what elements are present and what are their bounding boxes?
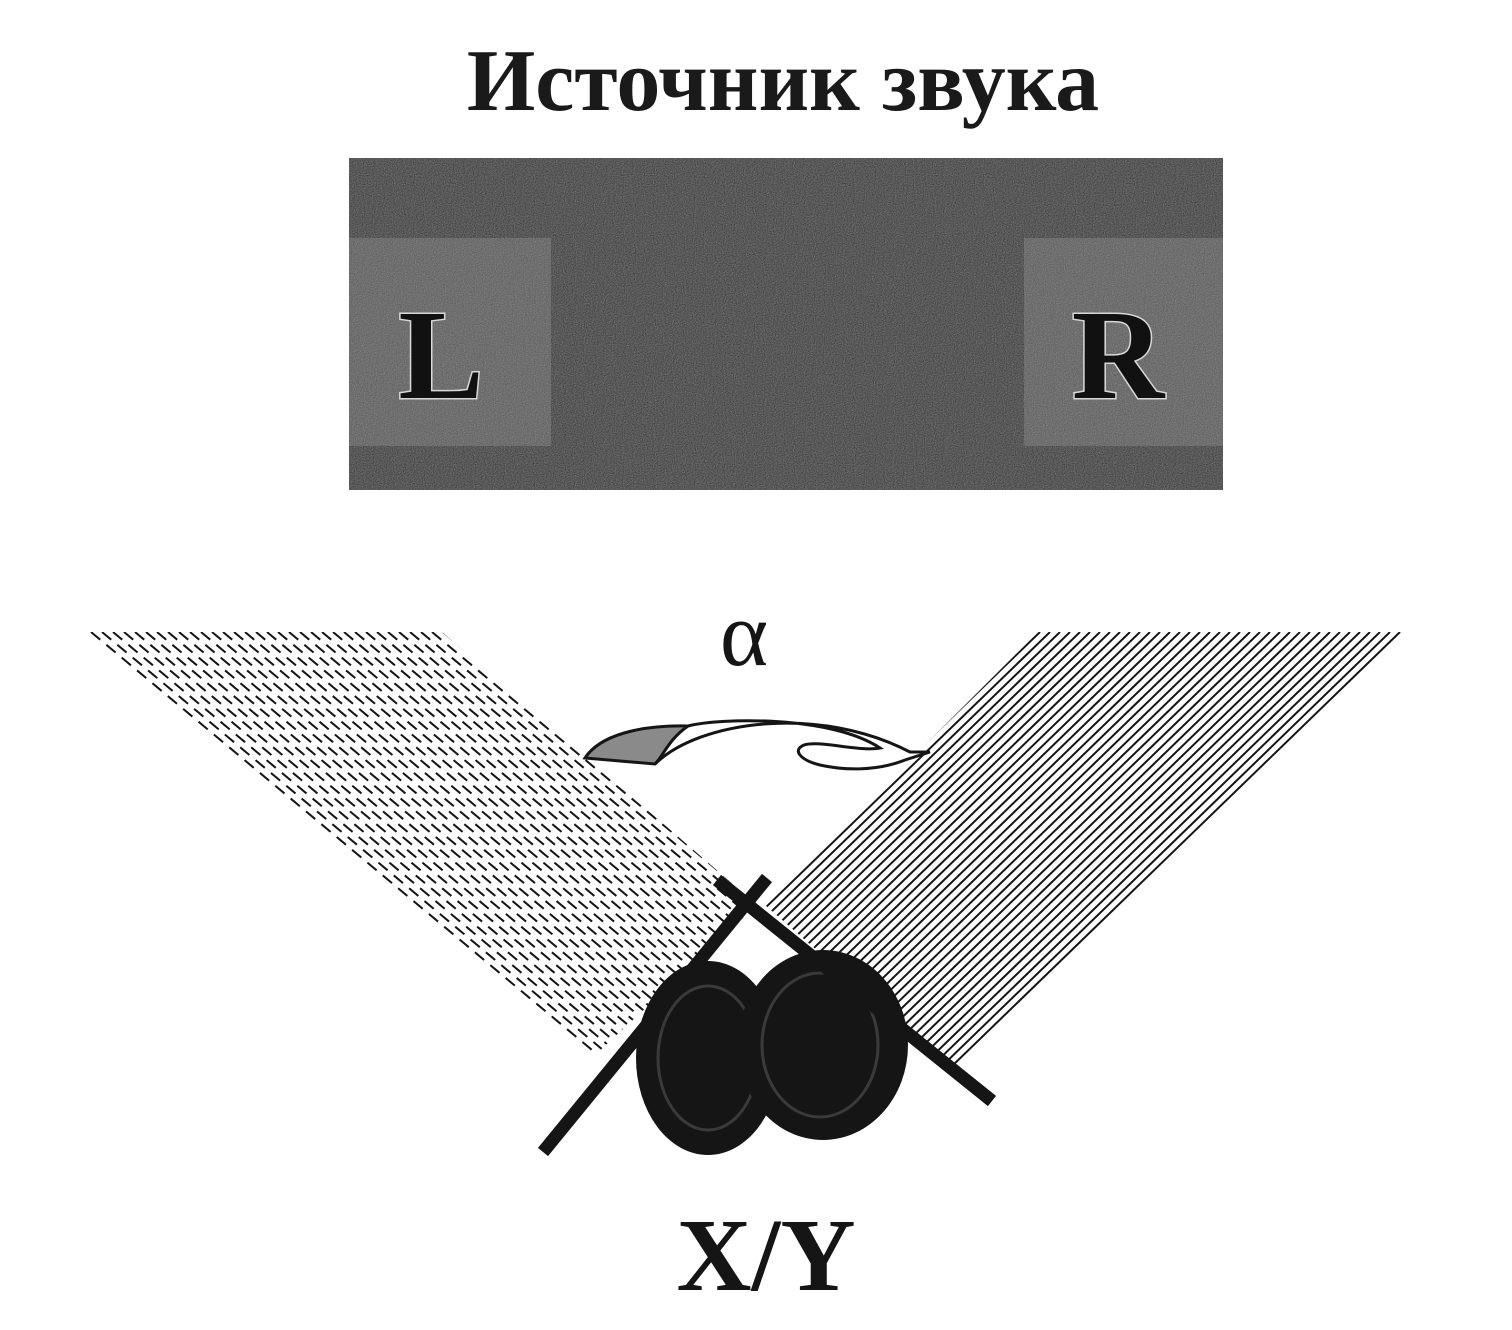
right-pickup-hatch-line: [765, 632, 1141, 1068]
left-speaker-box: [349, 238, 551, 446]
left-pickup-hatch-line: [200, 632, 757, 1055]
xy-label: X/Y: [676, 1198, 855, 1313]
right-pickup-hatch-line: [765, 632, 1181, 1068]
right-pickup-hatch-line: [765, 632, 1091, 1068]
right-pickup-hatch-line: [765, 632, 1281, 1068]
left-pickup-hatch-line: [299, 632, 757, 1055]
left-pickup-pattern: [88, 632, 757, 1055]
right-pickup-hatch-line: [765, 632, 1331, 1068]
right-pickup-hatch-line: [765, 632, 1361, 1068]
right-pickup-hatch-line: [765, 632, 1221, 1068]
left-pickup-hatch-line: [123, 632, 757, 1055]
right-speaker-box: [1024, 238, 1223, 446]
left-pickup-hatch-line: [145, 632, 757, 1055]
right-pickup-hatch-line: [765, 632, 1381, 1068]
left-pickup-hatch-line: [101, 632, 757, 1055]
left-pickup-hatch-line: [420, 632, 757, 1055]
left-pickup-hatch-line: [354, 632, 757, 1055]
angle-arrow-body: [653, 719, 931, 771]
left-pickup-hatch-line: [255, 632, 757, 1055]
left-pickup-hatch-line: [134, 632, 757, 1055]
right-pickup-hatch-line: [765, 632, 1402, 1068]
left-pickup-hatch-line: [112, 632, 757, 1055]
right-pickup-hatch-line: [765, 632, 1321, 1068]
right-pickup-hatch-line: [765, 632, 1311, 1068]
right-pickup-hatch-line: [765, 632, 1401, 1068]
right-pickup-hatch-line: [765, 632, 1201, 1068]
right-pickup-hatch-line: [765, 632, 1211, 1068]
right-pickup-hatch-line: [765, 632, 1391, 1068]
right-pickup-hatch-line: [765, 632, 1301, 1068]
angle-arrow-tail: [582, 724, 693, 766]
right-channel-label: R: [1072, 284, 1166, 426]
left-pickup-hatch-line: [310, 632, 757, 1055]
left-pickup-hatch-line: [266, 632, 757, 1055]
right-pickup-hatch-line: [765, 632, 1171, 1068]
right-pickup-hatch-line: [765, 632, 1111, 1068]
left-channel-label: L: [398, 284, 483, 426]
right-pickup-hatch-line: [765, 632, 1261, 1068]
right-pickup-hatch-line: [765, 632, 1051, 1068]
right-pickup-hatch-line: [765, 632, 1291, 1068]
right-pickup-hatch-line: [765, 632, 1081, 1068]
angle-alpha-label: α: [720, 583, 768, 685]
right-pickup-hatch-line: [765, 632, 1351, 1068]
left-pickup-hatch-line: [376, 632, 757, 1055]
left-pickup-hatch-line: [321, 632, 757, 1055]
left-pickup-hatch-line: [233, 632, 757, 1055]
right-pickup-hatch-line: [765, 632, 1371, 1068]
right-pickup-hatch-line: [765, 632, 1231, 1068]
right-pickup-hatch-line: [765, 632, 1151, 1068]
right-pickup-hatch-line: [765, 632, 1241, 1068]
left-pickup-hatch-line: [431, 632, 757, 1055]
left-pickup-hatch-line: [343, 632, 757, 1055]
left-pickup-hatch-line: [189, 632, 757, 1055]
left-pickup-hatch-line: [90, 632, 757, 1055]
xy-microphone-pair: [636, 950, 908, 1155]
left-pickup-hatch-line: [244, 632, 757, 1055]
right-pickup-hatch-line: [765, 632, 1271, 1068]
right-pickup-hatch-line: [765, 632, 1161, 1068]
left-pickup-hatch-line: [167, 632, 757, 1055]
right-mic-axis: [712, 874, 997, 1107]
right-pickup-hatch-line: [765, 632, 1071, 1068]
mic-axis-lines: [537, 873, 997, 1157]
left-pickup-hatch-line: [178, 632, 757, 1055]
diagram-title: Источник звука: [467, 33, 1099, 130]
right-pickup-hatch-line: [765, 632, 1101, 1068]
left-pickup-hatch-line: [211, 632, 757, 1055]
left-pickup-hatch-line: [156, 632, 757, 1055]
angle-arrow: [582, 719, 931, 771]
left-pickup-hatch-line: [288, 632, 757, 1055]
right-pickup-pattern: [765, 632, 1402, 1068]
right-pickup-hatch-line: [772, 632, 1402, 1068]
right-pickup-hatch-line: [765, 632, 1341, 1068]
left-pickup-hatch-line: [222, 632, 757, 1055]
left-mic-axis: [537, 873, 773, 1157]
right-mic-capsule-ring: [760, 971, 880, 1119]
left-pickup-hatch-line: [277, 632, 757, 1055]
left-pickup-hatch-line: [365, 632, 757, 1055]
right-pickup-hatch-line: [765, 632, 1191, 1068]
right-pickup-hatch-line: [765, 632, 1061, 1068]
left-pickup-hatch-line: [332, 632, 757, 1055]
right-pickup-hatch-line: [765, 632, 1251, 1068]
sound-source: L R: [349, 158, 1223, 490]
